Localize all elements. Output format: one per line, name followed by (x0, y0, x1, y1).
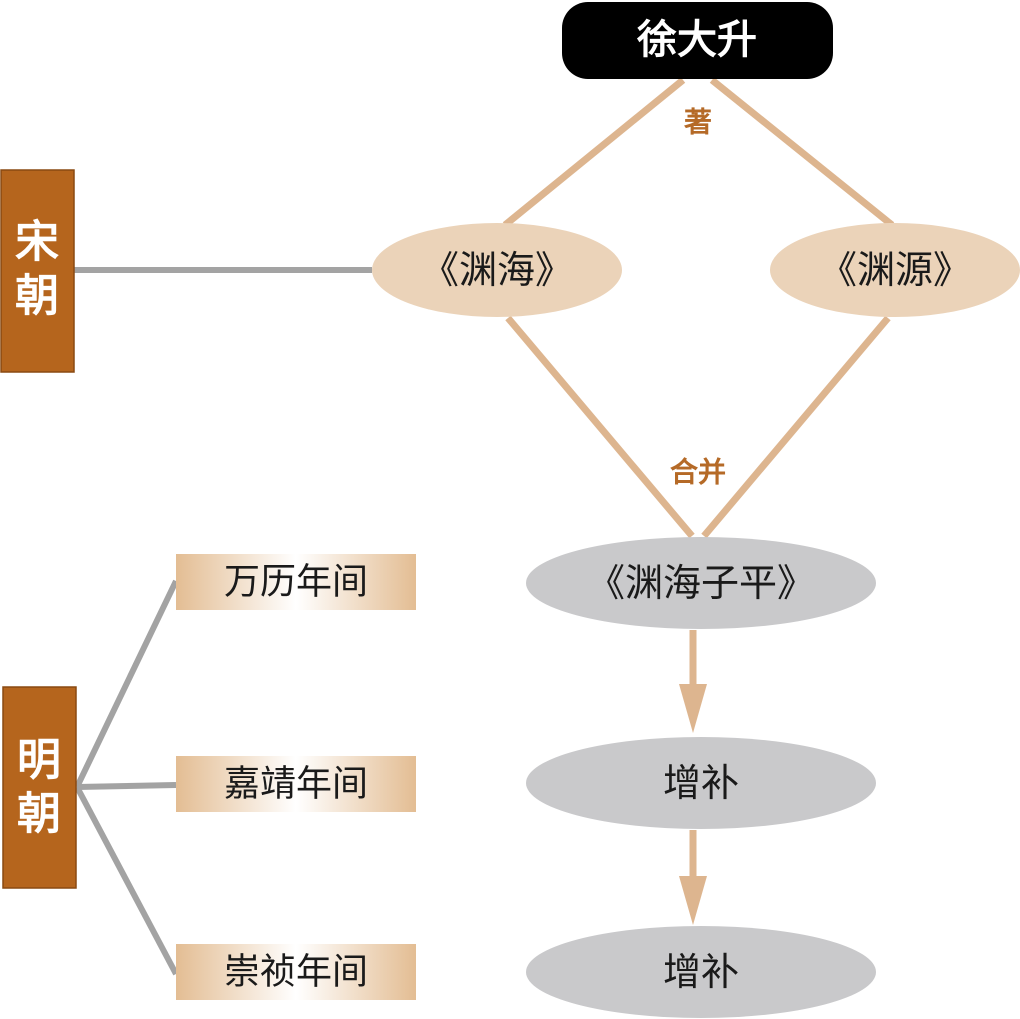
dynasty-box-ming: 明 朝 (2, 686, 77, 889)
connector-ming-to-wanli (74, 579, 179, 789)
supplement-node-1: 增补 (526, 737, 876, 829)
connector-ming-to-jiajing (76, 782, 177, 790)
dynasty-song-char-2: 朝 (15, 271, 59, 322)
author-name: 徐大升 (636, 17, 757, 63)
supplement-label-1: 增补 (663, 761, 739, 805)
book-label-yuanyuan: 《渊源》 (819, 248, 971, 292)
connector-ming-to-chongzhen (74, 785, 179, 976)
connector-yuanyuan-to-merged (701, 315, 891, 539)
arrow-head-supplement-1 (679, 684, 707, 733)
connector-yuanhai-to-merged (505, 315, 695, 539)
book-node-yuanhai-ziping: 《渊海子平》 (526, 537, 876, 629)
era-box-jiajing: 嘉靖年间 (176, 756, 416, 812)
dynasty-song-char-1: 宋 (15, 217, 59, 268)
era-box-wanli: 万历年间 (176, 554, 416, 610)
supplement-label-2: 增补 (663, 950, 739, 994)
dynasty-ming-char-2: 朝 (17, 789, 61, 840)
edge-label-merged: 合并 (670, 456, 726, 489)
era-label-chongzhen: 崇祯年间 (224, 952, 368, 993)
book-label-yuanhai: 《渊海》 (421, 248, 573, 292)
connector-author-to-yuanyuan (709, 77, 895, 228)
supplement-node-2: 增补 (526, 926, 876, 1018)
connector-author-to-yuanhai (502, 77, 686, 228)
era-label-jiajing: 嘉靖年间 (224, 764, 368, 805)
book-node-yuanhai: 《渊海》 (372, 223, 622, 317)
era-box-chongzhen: 崇祯年间 (176, 944, 416, 1000)
edge-label-wrote: 著 (683, 106, 712, 139)
book-node-yuanyuan: 《渊源》 (770, 223, 1020, 317)
arrow-head-supplement-2 (679, 876, 707, 925)
era-label-wanli: 万历年间 (224, 562, 368, 603)
book-label-yuanhai-ziping: 《渊海子平》 (587, 561, 815, 605)
dynasty-ming-char-1: 明 (17, 735, 61, 786)
dynasty-box-song: 宋 朝 (0, 169, 75, 373)
author-node: 徐大升 (562, 2, 833, 79)
